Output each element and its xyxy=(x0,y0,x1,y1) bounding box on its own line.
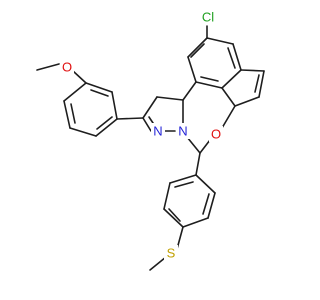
bond-s-methyl xyxy=(149,256,167,271)
bond-ar2-2 xyxy=(221,87,236,107)
bond-ar3-2 xyxy=(207,192,216,219)
bond-c10b-c10a xyxy=(182,81,197,101)
ring-nitrogen-atom-label: N xyxy=(178,124,187,139)
bond-ar1-inner-1 xyxy=(90,89,109,97)
bond-ar1-4 xyxy=(69,127,97,137)
bond-c2-ch2 xyxy=(142,96,158,119)
bond-ar1-5 xyxy=(63,100,71,129)
bond-aryl-c2 xyxy=(116,117,144,120)
bond-ar3-inner-2 xyxy=(168,208,181,222)
bond-ar3-6 xyxy=(169,174,197,184)
bond-ar2-3 xyxy=(221,69,242,89)
bond-ar2-inner-3 xyxy=(190,43,205,58)
chlorine-atom-label: Cl xyxy=(202,10,214,25)
bond-ar2-inner-1 xyxy=(200,76,219,82)
bond-ar2-10 xyxy=(240,69,265,72)
molecule-canvas: Cl O O N N S xyxy=(36,9,265,271)
bond-ar2-4 xyxy=(232,43,242,71)
bond-ar2-8 xyxy=(234,96,260,107)
bond-ar3-4 xyxy=(163,208,184,228)
molecule-structure-diagram: Cl O O N N S xyxy=(36,9,265,271)
bond-o-aryl xyxy=(72,70,87,84)
bond-n1-c5 xyxy=(186,136,201,154)
bond-ar3-5 xyxy=(163,182,171,210)
bond-ar1-1 xyxy=(85,82,113,93)
imine-nitrogen-atom-label: N xyxy=(153,124,162,139)
bonds xyxy=(36,25,265,271)
bond-ar2-5 xyxy=(206,37,234,45)
bond-ar2-9 xyxy=(258,70,265,98)
bond-ar3-3 xyxy=(182,217,209,228)
bond-ar2-inner-4 xyxy=(254,74,260,93)
methoxy-oxygen-atom-label: O xyxy=(62,60,72,75)
bond-ch2-c10b xyxy=(156,96,184,101)
bond-ar1-3 xyxy=(95,118,118,137)
bond-ar1-2 xyxy=(111,91,118,120)
bond-ar2-1 xyxy=(195,81,223,89)
bond-ar3-inner-3 xyxy=(174,181,194,188)
bond-ar1-inner-3 xyxy=(70,103,76,124)
ring-oxygen-atom-label: O xyxy=(211,127,221,142)
bond-ar1-6 xyxy=(63,82,87,102)
bond-methyl-o xyxy=(36,63,60,71)
bond-c5-o xyxy=(199,139,211,154)
bond-ar2-inner-2 xyxy=(227,47,236,69)
bond-ar3-1 xyxy=(195,174,216,194)
sulfur-atom-label: S xyxy=(167,246,176,261)
bond-ar2-7 xyxy=(187,56,197,83)
bond-ar2-6 xyxy=(187,37,208,58)
bond-o-c6a xyxy=(221,105,236,129)
bond-n2-c2 xyxy=(142,117,152,132)
bond-c5-aryl xyxy=(195,152,201,176)
bond-ar1-inner-2 xyxy=(96,116,113,130)
bond-ar3-inner-1 xyxy=(202,193,210,215)
atom-labels: Cl O O N N S xyxy=(60,9,223,261)
